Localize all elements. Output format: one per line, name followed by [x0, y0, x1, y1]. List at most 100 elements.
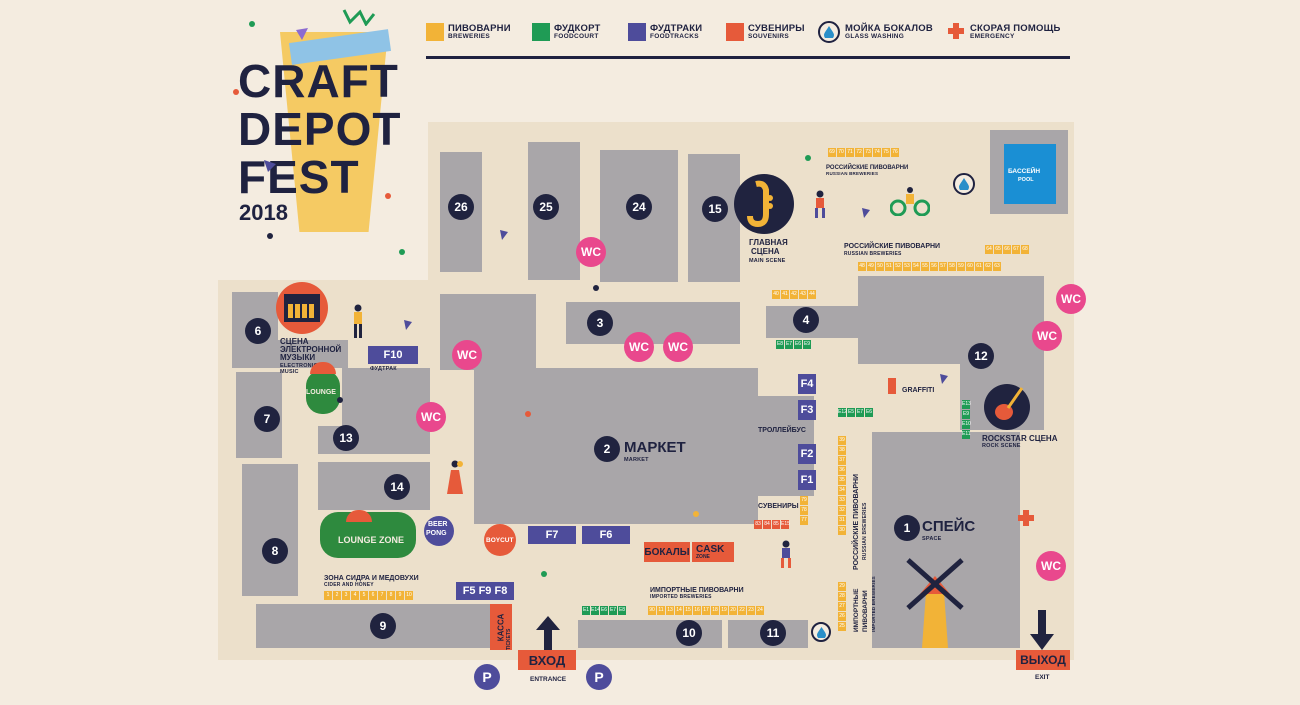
entrance-sign[interactable]: ВХОД	[518, 650, 576, 670]
parking-icon[interactable]: P	[474, 664, 500, 690]
stall[interactable]: 71	[846, 148, 854, 157]
stall[interactable]: 15	[684, 606, 692, 615]
stall[interactable]: 41	[781, 290, 789, 299]
stall[interactable]: 76	[891, 148, 899, 157]
stall[interactable]: 11	[657, 606, 665, 615]
stall[interactable]: E7	[785, 340, 793, 349]
stall[interactable]: 49	[867, 262, 875, 271]
stall[interactable]: E8	[776, 340, 784, 349]
food-truck-f3[interactable]: F3	[798, 400, 816, 420]
stall[interactable]: 14	[675, 606, 683, 615]
stall[interactable]: 42	[790, 290, 798, 299]
stall[interactable]: E6	[794, 340, 802, 349]
building-14-marker[interactable]: 14	[384, 474, 410, 500]
stall[interactable]: 65	[994, 245, 1002, 254]
wc-marker[interactable]: WC	[663, 332, 693, 362]
stall[interactable]: 30	[838, 526, 846, 535]
stall[interactable]: 19	[720, 606, 728, 615]
stall[interactable]: 83	[754, 520, 762, 529]
stall[interactable]: E7	[856, 408, 864, 417]
building-12-marker[interactable]: 12	[968, 343, 994, 369]
rock-stage-icon[interactable]	[984, 384, 1030, 430]
stall[interactable]: 28	[838, 592, 846, 601]
lounge-label[interactable]: LOUNGE	[306, 389, 336, 396]
stall[interactable]: 79	[800, 496, 808, 505]
stall[interactable]: E14	[591, 606, 600, 615]
stall[interactable]: 90	[648, 606, 656, 615]
building-2-marker[interactable]: 2	[594, 436, 620, 462]
stall[interactable]: E15	[781, 520, 790, 529]
stall[interactable]: 23	[747, 606, 755, 615]
stall[interactable]: 4	[351, 591, 359, 600]
cask-tag[interactable]: CASK	[692, 542, 734, 562]
stall[interactable]: 63	[993, 262, 1001, 271]
lounge-zone-label[interactable]: LOUNGE ZONE	[338, 535, 405, 545]
stall[interactable]: 60	[966, 262, 974, 271]
building-15-marker[interactable]: 15	[702, 196, 728, 222]
stall[interactable]: E12	[838, 408, 847, 417]
wc-marker[interactable]: WC	[1032, 321, 1062, 351]
stall[interactable]: 56	[930, 262, 938, 271]
stall[interactable]: 85	[772, 520, 780, 529]
souvenirs-label[interactable]: СУВЕНИРЫ	[758, 503, 799, 510]
emergency-cross-icon[interactable]	[1018, 510, 1034, 526]
stall[interactable]: 39	[838, 436, 846, 445]
building-11-marker[interactable]: 11	[760, 620, 786, 646]
stall[interactable]: 9	[396, 591, 404, 600]
stall[interactable]: E13	[962, 400, 971, 409]
stall[interactable]: 25	[838, 622, 846, 631]
food-truck-f7[interactable]: F7	[528, 526, 576, 544]
wc-marker[interactable]: WC	[576, 237, 606, 267]
stall[interactable]: 78	[800, 506, 808, 515]
stall[interactable]: 29	[838, 582, 846, 591]
building-4-marker[interactable]: 4	[793, 307, 819, 333]
stall[interactable]: 64	[985, 245, 993, 254]
food-truck-f5-f9-f8[interactable]: F5 F9 F8	[456, 582, 514, 600]
stall[interactable]: 20	[729, 606, 737, 615]
stall[interactable]: 73	[864, 148, 872, 157]
stall[interactable]: E9	[962, 410, 970, 419]
building-3-marker[interactable]: 3	[587, 310, 613, 336]
stall[interactable]: 66	[1003, 245, 1011, 254]
stall[interactable]: E5	[847, 408, 855, 417]
stall[interactable]: E8	[618, 606, 626, 615]
stall[interactable]: 59	[957, 262, 965, 271]
glasses-tag[interactable]: БОКАЛЫ	[644, 542, 690, 562]
stall[interactable]: 2	[333, 591, 341, 600]
building-7-marker[interactable]: 7	[254, 406, 280, 432]
stall[interactable]: 27	[838, 602, 846, 611]
stall[interactable]: E6	[600, 606, 608, 615]
stall[interactable]: 33	[838, 496, 846, 505]
stall[interactable]: 44	[808, 290, 816, 299]
building-1-marker[interactable]: 1	[894, 515, 920, 541]
stall[interactable]: 48	[858, 262, 866, 271]
building-8-marker[interactable]: 8	[262, 538, 288, 564]
stall[interactable]: E9	[803, 340, 811, 349]
stall[interactable]: 67	[1012, 245, 1020, 254]
stall[interactable]: 17	[702, 606, 710, 615]
stall[interactable]: 16	[693, 606, 701, 615]
stall[interactable]: 18	[711, 606, 719, 615]
stall[interactable]: 50	[876, 262, 884, 271]
electro-stage-icon[interactable]	[276, 282, 328, 334]
graffiti-label[interactable]: GRAFFITI	[902, 387, 935, 394]
stall[interactable]: 69	[828, 148, 836, 157]
stall[interactable]: 10	[405, 591, 413, 600]
building-24-marker[interactable]: 24	[626, 194, 652, 220]
glass-washing-icon[interactable]	[811, 622, 831, 642]
food-truck-f4[interactable]: F4	[798, 374, 816, 394]
stall[interactable]: 70	[837, 148, 845, 157]
trolleybus-label[interactable]: ТРОЛЛЕЙБУС	[758, 427, 806, 434]
stall[interactable]: 55	[921, 262, 929, 271]
food-truck-f10[interactable]: F10	[368, 346, 418, 364]
stall[interactable]: 32	[838, 506, 846, 515]
stall[interactable]: E1	[582, 606, 590, 615]
stall[interactable]: 5	[360, 591, 368, 600]
wc-marker[interactable]: WC	[1056, 284, 1086, 314]
stall[interactable]: E11	[962, 430, 971, 439]
stall[interactable]: 7	[378, 591, 386, 600]
stall[interactable]: 52	[894, 262, 902, 271]
stall[interactable]: 40	[772, 290, 780, 299]
stall[interactable]: 26	[838, 612, 846, 621]
stall[interactable]: 77	[800, 516, 808, 525]
